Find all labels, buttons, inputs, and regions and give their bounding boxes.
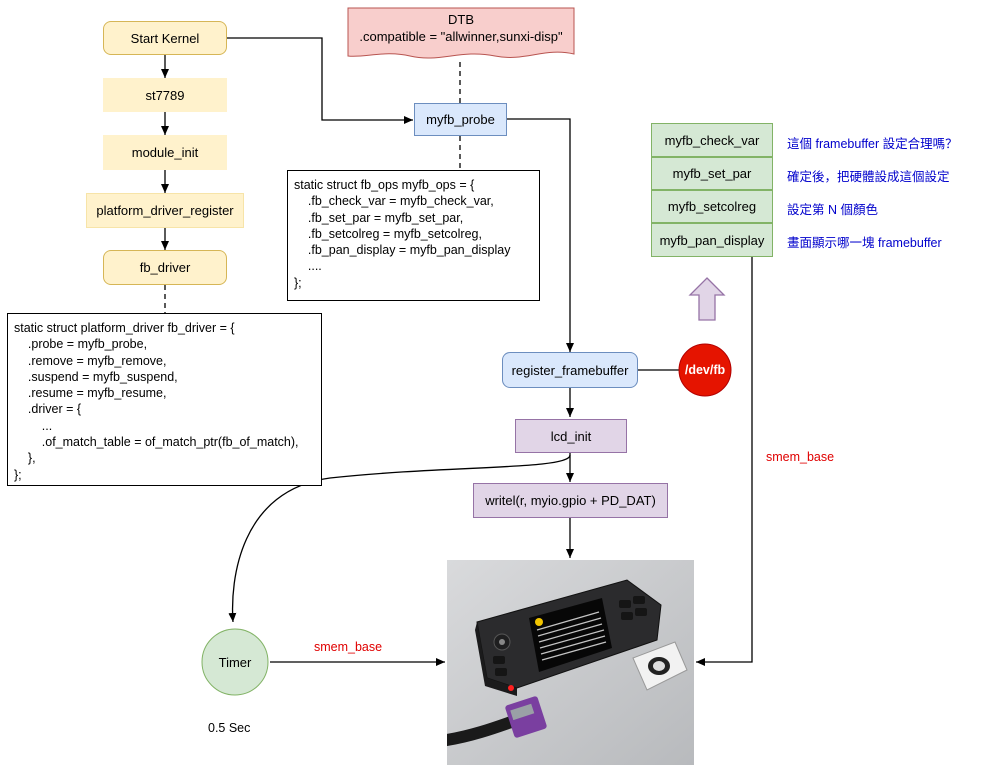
ops-note: 設定第 N 個顏色 (787, 203, 878, 217)
ops-name: myfb_check_var (664, 132, 760, 148)
register-framebuffer-label: register_framebuffer (511, 362, 629, 378)
code-line: }, (14, 451, 36, 466)
timer-interval: 0.5 Sec (208, 721, 251, 735)
ops-note: 確定後，把硬體設成這個設定 (787, 170, 950, 184)
ops-setcolreg-node: myfb_setcolreg (651, 190, 773, 223)
ops-note: 這個 framebuffer 設定合理嗎？ (787, 137, 958, 151)
arrow-start-to-probe (227, 37, 413, 124)
ops-set-par-node: myfb_set_par (651, 157, 773, 190)
platform-driver-register-node: platform_driver_register (86, 193, 244, 228)
dtb-shape (347, 7, 575, 59)
writel-node: writel(r, myio.gpio + PD_DAT) (473, 483, 668, 518)
code-line: .resume = myfb_resume, (14, 386, 167, 401)
fb-driver-node: fb_driver (103, 250, 227, 285)
code-line: .fb_check_var = myfb_check_var, (294, 194, 494, 209)
st7789-node: st7789 (103, 78, 227, 112)
lcd-init-node: lcd_init (515, 419, 627, 453)
start-kernel-node: Start Kernel (103, 21, 227, 55)
timer-label: Timer (218, 654, 252, 670)
smem-base-right: smem_base (766, 450, 835, 464)
timer-circle (201, 628, 269, 696)
ops-name: myfb_set_par (672, 166, 752, 181)
devfb-label: /dev/fb (684, 363, 726, 377)
myfb-probe-label: myfb_probe (426, 112, 495, 127)
ops-name: myfb_pan_display (659, 232, 765, 248)
arrow-lcd-to-timer (228, 454, 571, 623)
writel-label: writel(r, myio.gpio + PD_DAT) (485, 493, 656, 508)
code-line: .fb_pan_display = myfb_pan_display (294, 243, 511, 258)
arrow-probe-to-register-fb (507, 118, 574, 352)
myfb-probe-node: myfb_probe (414, 103, 507, 136)
timer-label-wrap: Timer (202, 648, 268, 676)
device-photo (447, 560, 694, 765)
code-line: .... (294, 259, 322, 274)
fb-driver-code-block: static struct platform_driver fb_driver … (7, 313, 322, 486)
module-init-node: module_init (103, 135, 227, 170)
register-framebuffer-node: register_framebuffer (502, 352, 638, 388)
ops-name: myfb_setcolreg (667, 199, 757, 214)
device-illustration (447, 560, 694, 765)
code-line: .remove = myfb_remove, (14, 353, 167, 368)
ops-note: 畫面顯示哪一塊 framebuffer (787, 236, 942, 250)
devfb-label-wrap: /dev/fb (679, 356, 731, 384)
ops-check-var-node: myfb_check_var (651, 123, 773, 157)
code-line: ... (14, 418, 53, 433)
code-line: }; (14, 467, 22, 482)
code-line: }; (294, 275, 302, 290)
code-line: static struct fb_ops myfb_ops = { (294, 178, 475, 192)
ops-pan-display-node: myfb_pan_display (651, 223, 773, 257)
fb-driver-label: fb_driver (139, 260, 191, 275)
st7789-label: st7789 (145, 87, 185, 103)
code-line: .of_match_table = of_match_ptr(fb_of_mat… (14, 435, 299, 450)
platform-driver-register-label: platform_driver_register (96, 203, 234, 218)
code-line: static struct platform_driver fb_driver … (14, 321, 235, 335)
code-line: .driver = { (14, 402, 82, 417)
code-line: .fb_set_par = myfb_set_par, (294, 210, 464, 225)
code-line: .probe = myfb_probe, (14, 337, 148, 352)
start-kernel-label: Start Kernel (130, 30, 200, 46)
fb-ops-code-block: static struct fb_ops myfb_ops = { .fb_ch… (287, 170, 540, 301)
lcd-init-label: lcd_init (550, 428, 592, 444)
dtb-title: DTB (448, 12, 474, 27)
code-line: .fb_setcolreg = myfb_setcolreg, (294, 226, 482, 241)
up-arrow-icon (688, 277, 726, 321)
dtb-compatible: .compatible = "allwinner,sunxi-disp" (359, 29, 563, 44)
devfb-circle (678, 343, 732, 397)
module-init-label: module_init (131, 145, 199, 160)
code-line: .suspend = myfb_suspend, (14, 369, 178, 384)
arrow-smem-to-device (696, 257, 753, 666)
smem-base-left: smem_base (314, 640, 383, 654)
